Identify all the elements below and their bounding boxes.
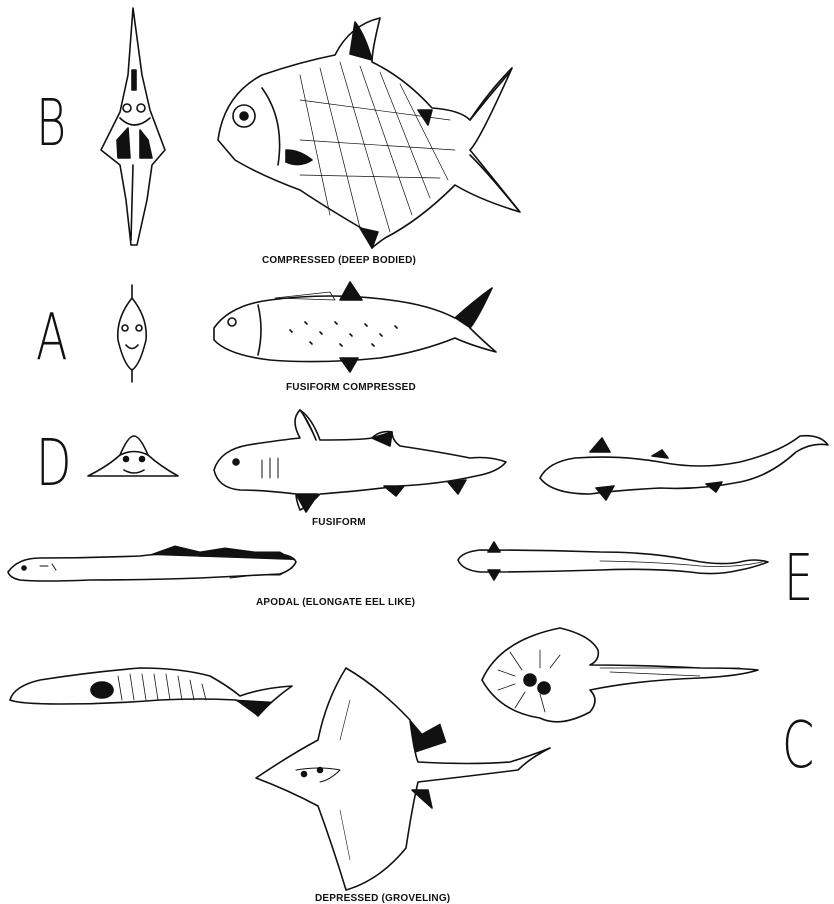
depressed-fish-side-view — [10, 668, 292, 716]
compressed-fish-front-view — [101, 8, 165, 245]
fusiform-fish-top-view — [540, 436, 828, 500]
depressed-fish-top-view — [482, 628, 758, 722]
fusiform-compressed-fish-side-view — [214, 282, 496, 372]
apodal-eel-side-view — [8, 546, 296, 581]
apodal-eel-top-view — [458, 542, 768, 580]
fusiform-fish-side-view — [214, 410, 506, 512]
fusiform-fish-front-view — [88, 436, 178, 476]
fusiform-compressed-fish-front-view — [118, 285, 146, 382]
compressed-fish-side-view — [218, 18, 520, 248]
